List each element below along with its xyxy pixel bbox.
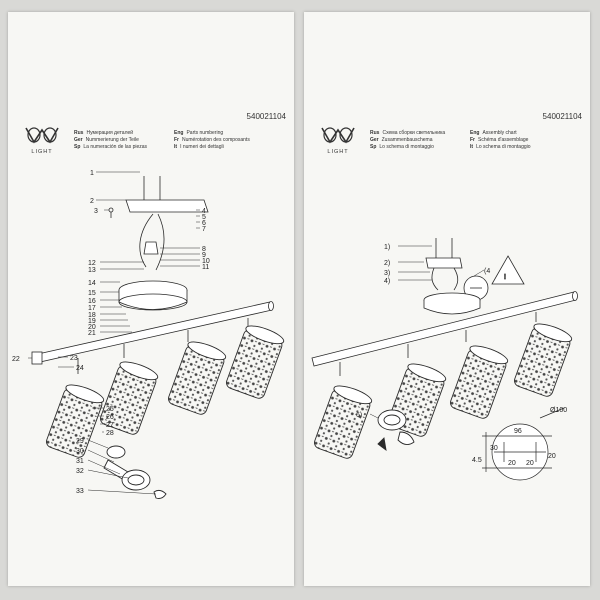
part-number: 16 bbox=[88, 298, 96, 305]
dimension-label: 20 bbox=[526, 460, 534, 467]
assembly-step: 6) bbox=[356, 412, 362, 419]
part-number: 2 bbox=[90, 198, 94, 205]
part-number: 12 bbox=[88, 260, 96, 267]
part-number: 25 bbox=[106, 406, 114, 413]
part-number: 32 bbox=[76, 468, 84, 475]
assembly-step: 4) bbox=[384, 278, 390, 285]
assembly-step: 1) bbox=[384, 244, 390, 251]
part-number: 20 bbox=[88, 324, 96, 331]
part-number: 10 bbox=[202, 258, 210, 265]
part-number: 26 bbox=[106, 414, 114, 421]
mw-light-logo: LIGHT bbox=[22, 122, 62, 160]
part-number: 22 bbox=[12, 356, 20, 363]
part-number: 1 bbox=[90, 170, 94, 177]
part-number: 5 bbox=[202, 214, 206, 221]
part-number: 31 bbox=[76, 458, 84, 465]
part-number: 7 bbox=[202, 226, 206, 233]
part-number: 28 bbox=[106, 430, 114, 437]
part-number: 15 bbox=[88, 290, 96, 297]
part-number: 18 bbox=[88, 312, 96, 319]
assembly-step: 3) bbox=[384, 270, 390, 277]
mw-light-logo: LIGHT bbox=[318, 122, 358, 160]
product-code: 540021104 bbox=[246, 112, 286, 121]
assembly-step: (4 bbox=[484, 268, 490, 275]
exploded-parts-drawing: 1 2 3 4 5 6 7 8 9 10 11 12 13 14 15 16 1… bbox=[12, 170, 285, 499]
logo-text: LIGHT bbox=[31, 149, 53, 155]
part-number: 23 bbox=[70, 355, 78, 362]
part-number: 8 bbox=[202, 246, 206, 253]
part-number: 17 bbox=[88, 305, 96, 312]
part-number: 30 bbox=[76, 448, 84, 455]
assembly-drawing: ! bbox=[311, 238, 578, 481]
part-number: 24 bbox=[76, 365, 84, 372]
part-number: 6 bbox=[202, 220, 206, 227]
part-number: 19 bbox=[88, 318, 96, 325]
dimension-label: 20 bbox=[508, 460, 516, 467]
part-number: 11 bbox=[202, 264, 209, 271]
dimension-label: 30 bbox=[490, 445, 498, 452]
product-code: 540021104 bbox=[542, 112, 582, 121]
part-number: 27 bbox=[106, 422, 114, 429]
part-number: 21 bbox=[88, 330, 96, 337]
dimension-label: 96 bbox=[514, 428, 522, 435]
part-number: 3 bbox=[94, 208, 98, 215]
dimension-label: 4.5 bbox=[472, 457, 482, 464]
part-number: 13 bbox=[88, 267, 96, 274]
logo-text: LIGHT bbox=[327, 149, 349, 155]
part-number: 9 bbox=[202, 252, 206, 259]
part-number: 29 bbox=[76, 438, 84, 445]
part-number: 4 bbox=[202, 208, 206, 215]
part-number: 33 bbox=[76, 488, 84, 495]
dimension-diameter: Ø100 bbox=[550, 407, 567, 414]
svg-text:!: ! bbox=[504, 274, 506, 281]
part-number: 14 bbox=[88, 280, 96, 287]
dimension-label: 20 bbox=[548, 453, 556, 460]
assembly-step: 2) bbox=[384, 260, 390, 267]
